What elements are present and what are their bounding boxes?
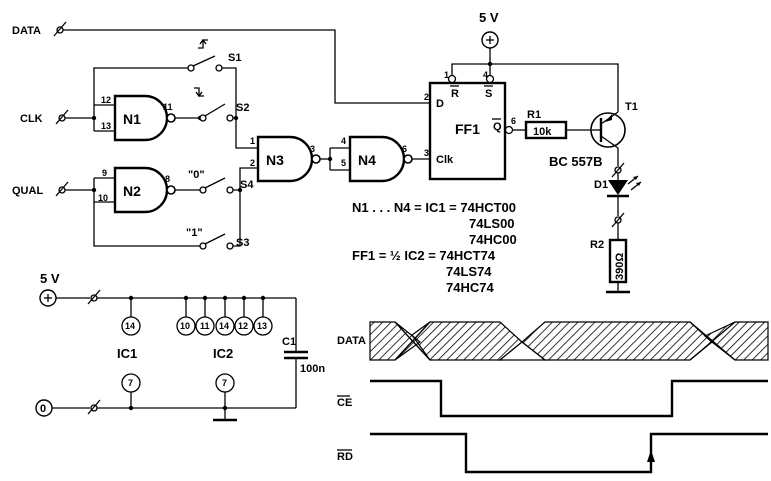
supply-top: 5 V [451,10,619,105]
n1-pin-a: 12 [101,95,111,105]
s4-state: "0" [188,169,205,181]
t1-type: BC 557B [549,154,602,169]
timing-data-label: DATA [337,335,366,347]
resistor-r1: 10k R1 [513,109,592,140]
switch-s4: S4 "0" [188,169,254,194]
ff1-pin-d: 2 [424,92,429,102]
switch-s1: S1 [187,38,241,72]
ff1-s-label: S [485,88,492,100]
ic2-pin-13: 13 [257,321,267,331]
timing-rd-label: RD [337,451,353,463]
qual-label: QUAL [12,185,43,197]
n1-pin-out: 11 [163,102,173,112]
ff1-d-label: D [436,98,444,110]
ic1-pin-gnd: 7 [128,378,133,388]
note-line4: FF1 = ½ IC2 = 74HCT74 [352,248,496,263]
c1-label: C1 [282,336,296,348]
r1-value: 10k [533,126,552,138]
ff1-pin-q: 6 [511,116,516,126]
supply-top-label: 5 V [479,10,499,25]
s3-label: S3 [236,237,249,249]
note-line2: 74LS00 [469,216,515,231]
n4-pin-out: 6 [402,144,407,154]
note-line5: 74LS74 [446,264,492,279]
ff1-r-label: R [451,88,459,100]
ic1-pin-vcc: 14 [125,321,135,331]
t1-label: T1 [625,101,638,113]
d1-label: D1 [594,179,608,191]
n4-pin-b: 5 [341,158,346,168]
r1-label: R1 [527,109,541,121]
part-notes: N1 . . . N4 = IC1 = 74HCT00 74LS00 74HC0… [352,200,517,295]
ic2-pin-12: 12 [238,321,248,331]
ic2-pin-gnd: 7 [222,378,227,388]
ff1-clk-label: Clk [436,154,454,166]
gate-n3: N3 1 2 3 [250,135,321,183]
r2-value: 390Ω [614,253,626,280]
s3-state: "1" [186,227,203,239]
timing-ce-label: CE [337,397,352,409]
ff1-pin-s: 4 [483,70,488,80]
qual-input: QUAL [12,177,115,203]
ground-label: 0 [40,403,46,415]
n4-pin-a: 4 [341,136,346,146]
s2-label: S2 [236,102,249,114]
power-section: 5 V 14 10 11 14 12 13 IC1 IC2 [35,271,325,422]
gate-n2: N2 9 10 8 [98,166,176,214]
gate-n1: N1 12 13 11 [101,94,176,142]
resistor-r2: 390Ω R2 [590,212,630,294]
n3-label: N3 [266,152,284,168]
ff1-q-label: Q [493,121,502,133]
s4-label: S4 [240,179,254,191]
n1-pin-b: 13 [101,121,111,131]
data-label: DATA [12,25,41,37]
n1-label: N1 [123,111,141,127]
note-line1: N1 . . . N4 = IC1 = 74HCT00 [352,200,516,215]
ff1-pin-clk: 3 [424,148,429,158]
ic2-pin-14: 14 [219,321,229,331]
n3-pin-a: 1 [250,136,255,146]
n2-pin-b: 10 [98,193,108,203]
clk-label: CLK [20,113,43,125]
n4-label: N4 [358,152,376,168]
data-input: DATA [12,21,430,104]
switch-s2: S2 [194,87,249,122]
ff1-pin-r: 1 [444,70,449,80]
n3-pin-out: 3 [310,144,315,154]
timing-diagram: DATA CE RD [337,321,769,474]
ic2-label: IC2 [213,346,233,361]
gate-n4: N4 4 5 6 [341,135,413,183]
clk-input: CLK [20,104,115,132]
s1-label: S1 [228,52,241,64]
transistor-t1: T1 BC 557B [549,101,638,169]
n3-pin-b: 2 [250,158,255,168]
n2-label: N2 [123,183,141,199]
supply-bottom-label: 5 V [40,271,60,286]
note-line6: 74HC74 [446,280,494,295]
r2-label: R2 [590,239,604,251]
led-d1: D1 [594,162,642,216]
c1-value: 100n [300,363,325,375]
flipflop-ff1: FF1 D Clk R S Q 2 3 1 4 6 [424,70,516,181]
n2-pin-out: 8 [165,174,170,184]
ic2-pin-10: 10 [180,321,190,331]
ic1-label: IC1 [117,346,137,361]
ff1-label: FF1 [455,121,480,137]
ic2-pin-11: 11 [200,321,210,331]
note-line3: 74HC00 [469,232,517,247]
n2-pin-a: 9 [102,168,107,178]
